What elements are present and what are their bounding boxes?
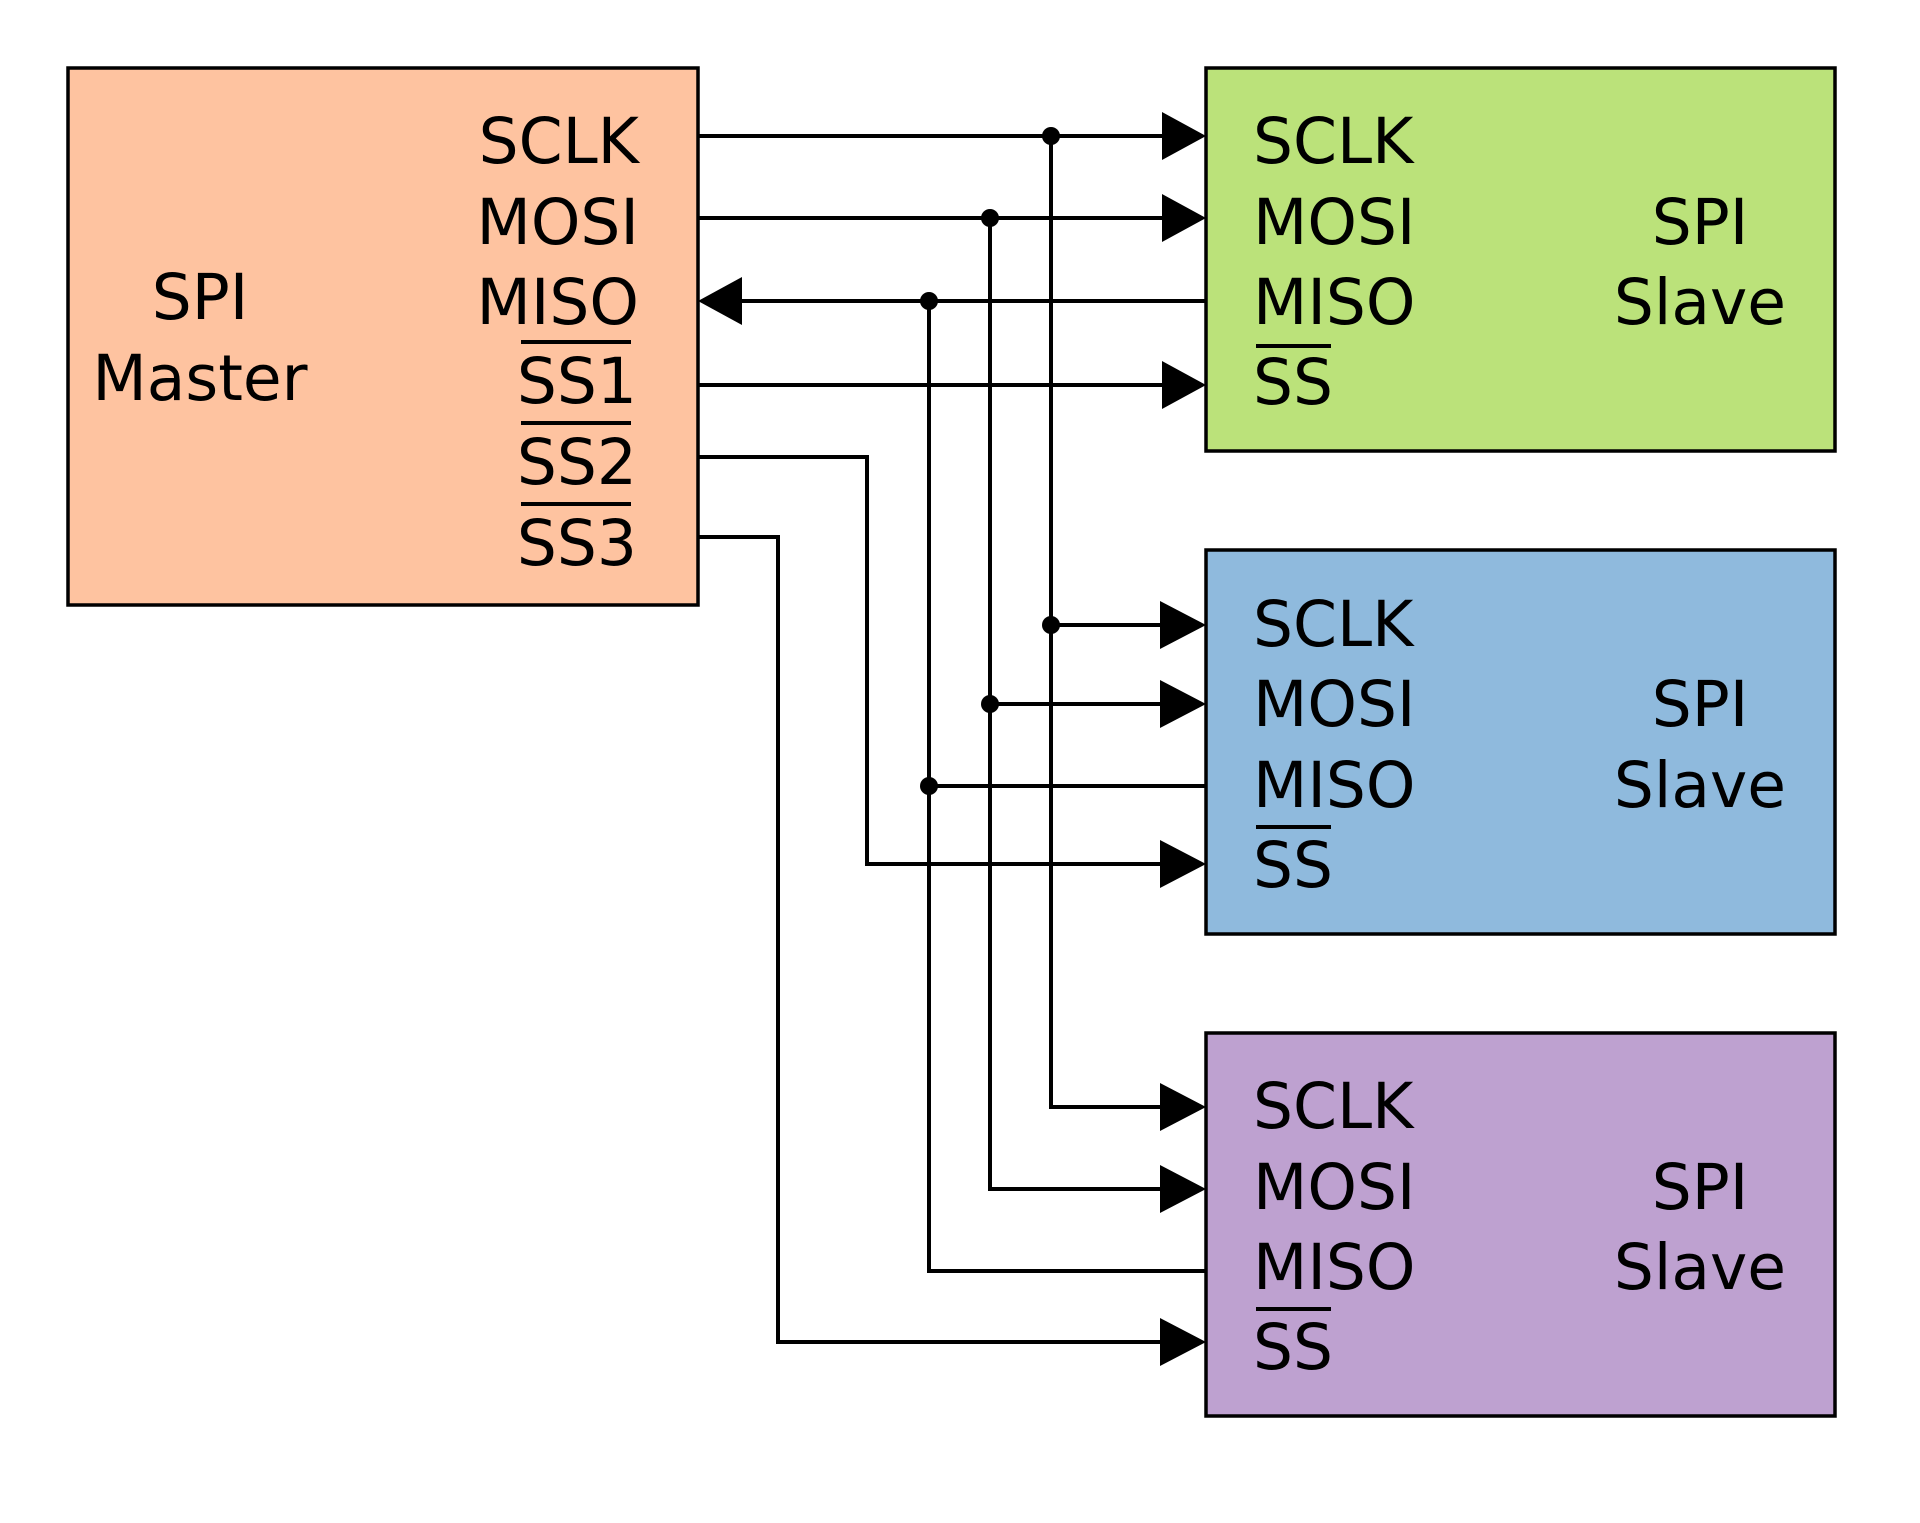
master-pin-miso: MISO <box>476 266 639 339</box>
master-pin-sclk: SCLK <box>479 105 641 178</box>
spi-slave-1-block: SCLK MOSI MISO SS SPI Slave <box>1204 66 1837 453</box>
spi-master-block: SPI Master SCLK MOSI MISO SS1 SS2 SS3 <box>66 66 700 607</box>
junction-miso-top <box>920 292 938 310</box>
slave-1-title-line2: Slave <box>1614 266 1786 339</box>
spi-master-box <box>66 66 700 607</box>
spi-slave-3-box <box>1204 1031 1837 1418</box>
slave-3-pin-mosi: MOSI <box>1253 1151 1416 1224</box>
arrow-mosi-slave-2 <box>1160 680 1206 728</box>
arrow-mosi-slave-1 <box>1162 194 1206 242</box>
slave-2-pin-sclk: SCLK <box>1253 588 1415 661</box>
mosi-bus-vertical <box>988 218 1160 1191</box>
arrow-sclk-slave-3 <box>1160 1083 1206 1131</box>
master-title-line1: SPI <box>152 261 249 334</box>
ss2-wire <box>698 455 1160 866</box>
arrow-ss-slave-1 <box>1162 361 1206 409</box>
slave-3-pin-sclk: SCLK <box>1253 1070 1415 1143</box>
junction-miso-slave-2 <box>920 777 938 795</box>
master-pin-ss1: SS1 <box>517 345 637 418</box>
arrow-ss-slave-3 <box>1160 1318 1206 1366</box>
ss3-wire <box>698 535 1160 1344</box>
slave-3-pin-miso: MISO <box>1253 1231 1416 1304</box>
slave-1-pin-ss: SS <box>1253 346 1333 419</box>
slave-2-title-line2: Slave <box>1614 749 1786 822</box>
junction-sclk-slave-2 <box>1042 616 1060 634</box>
arrow-sclk-slave-1 <box>1162 112 1206 160</box>
spi-slave-2-box <box>1204 548 1837 936</box>
junction-mosi-slave-2 <box>981 695 999 713</box>
spi-slave-3-block: SCLK MOSI MISO SS SPI Slave <box>1204 1031 1837 1418</box>
slave-1-title-line1: SPI <box>1652 186 1749 259</box>
slave-2-pin-mosi: MOSI <box>1253 668 1416 741</box>
slave-2-pin-miso: MISO <box>1253 749 1416 822</box>
arrow-ss-slave-2 <box>1160 840 1206 888</box>
spi-slave-2-block: SCLK MOSI MISO SS SPI Slave <box>1204 548 1837 936</box>
slave-1-pin-sclk: SCLK <box>1253 105 1415 178</box>
master-title-line2: Master <box>92 342 307 415</box>
arrowheads <box>698 112 1206 1366</box>
master-pin-ss3: SS3 <box>517 507 637 580</box>
master-pin-ss2: SS2 <box>517 426 637 499</box>
arrow-mosi-slave-3 <box>1160 1165 1206 1213</box>
slave-3-title-line2: Slave <box>1614 1231 1786 1304</box>
bus-wires <box>698 134 1206 1344</box>
sclk-bus-vertical <box>1049 136 1160 1109</box>
master-pin-mosi: MOSI <box>476 186 639 259</box>
slave-2-pin-ss: SS <box>1253 829 1333 902</box>
slave-3-pin-ss: SS <box>1253 1311 1333 1384</box>
junction-mosi-top <box>981 209 999 227</box>
junction-sclk-top <box>1042 127 1060 145</box>
slave-1-pin-miso: MISO <box>1253 266 1416 339</box>
spi-slave-1-box <box>1204 66 1837 453</box>
miso-bus-vertical <box>927 301 1206 1273</box>
arrow-sclk-slave-2 <box>1160 601 1206 649</box>
arrow-miso-master <box>698 277 742 325</box>
slave-2-title-line1: SPI <box>1652 668 1749 741</box>
junction-dots <box>920 127 1060 795</box>
slave-1-pin-mosi: MOSI <box>1253 186 1416 259</box>
slave-3-title-line1: SPI <box>1652 1151 1749 1224</box>
